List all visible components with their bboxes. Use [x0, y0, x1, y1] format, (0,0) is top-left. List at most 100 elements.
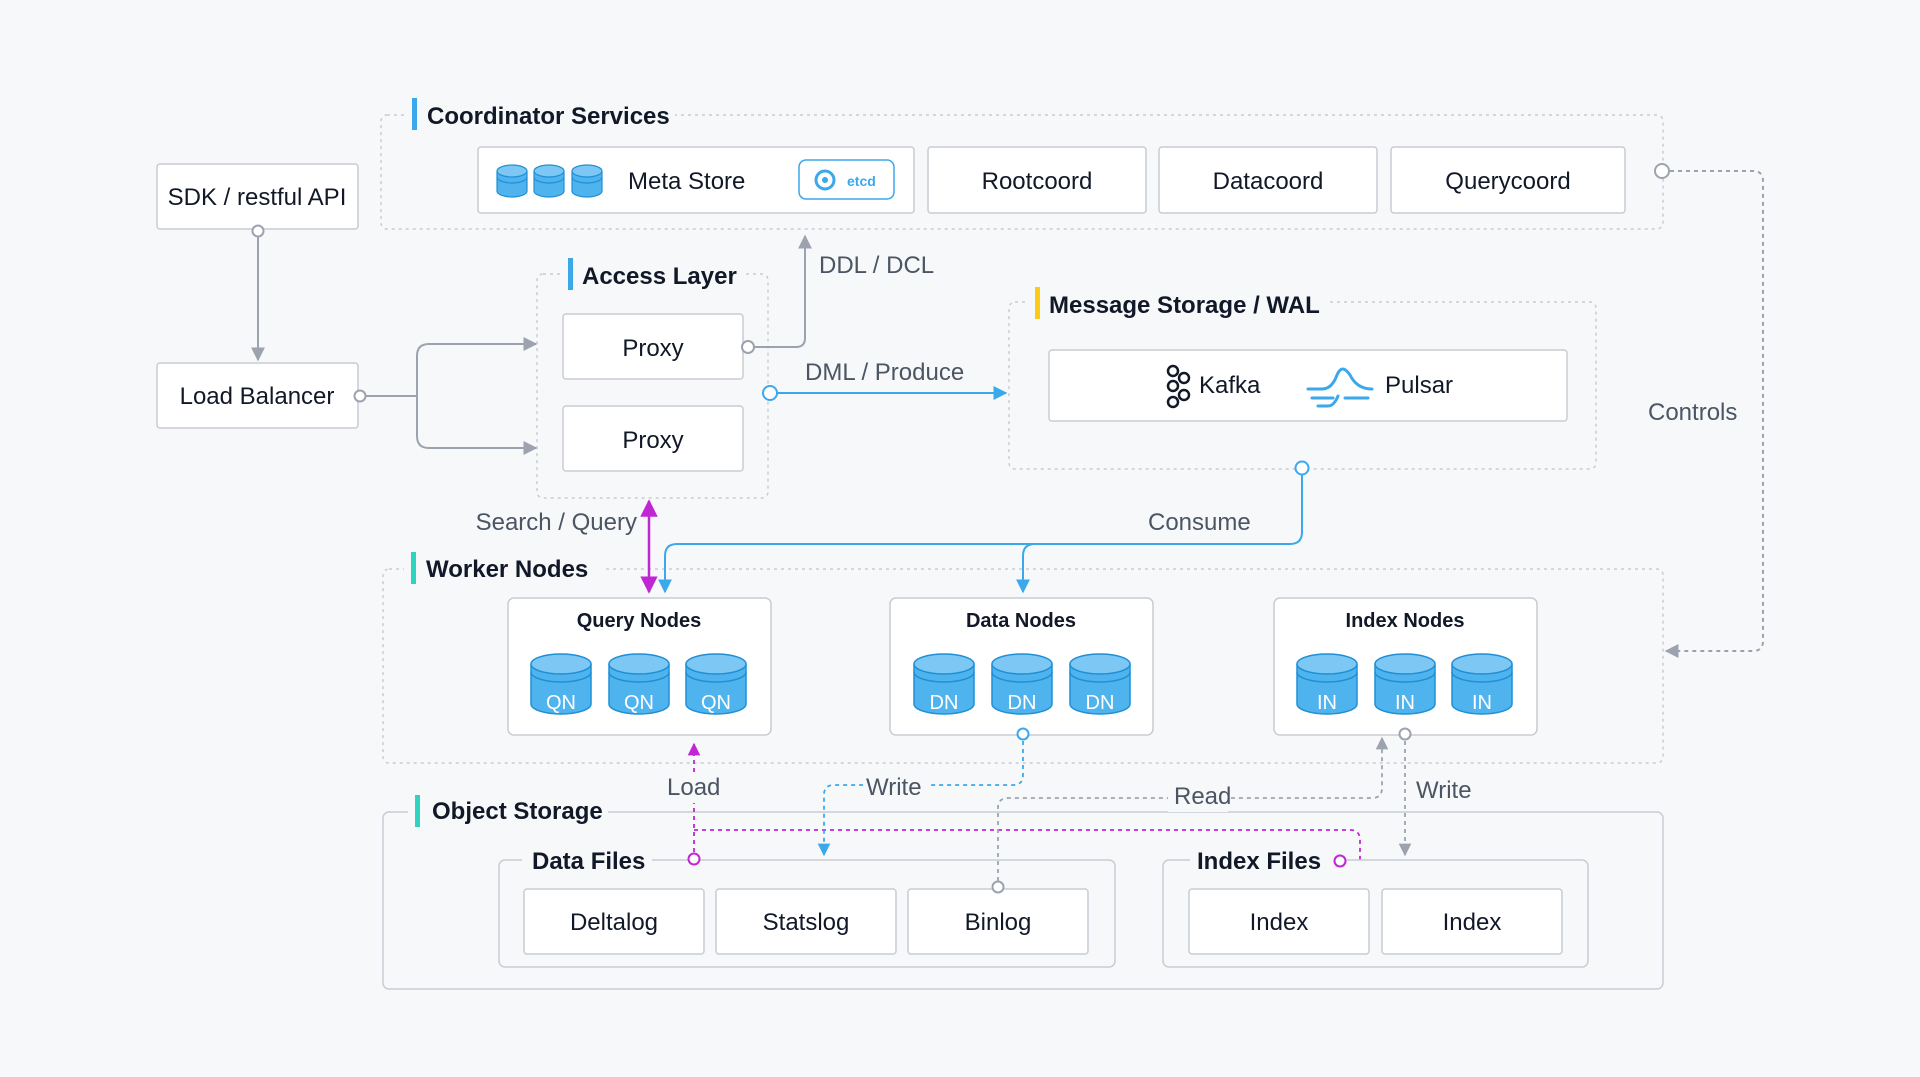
datacoord-box[interactable]: Datacoord — [1158, 146, 1378, 214]
data-node-label: DN — [1008, 692, 1037, 714]
kafka-icon — [1166, 364, 1191, 409]
proxy-2-label: Proxy — [622, 427, 683, 454]
port-dot — [991, 880, 1005, 894]
read-label: Read — [1174, 783, 1231, 810]
port-dot — [1333, 854, 1347, 868]
index-box-2[interactable]: Index — [1381, 888, 1563, 955]
sdk-label: SDK / restful API — [168, 184, 347, 211]
sdk-box[interactable]: SDK / restful API — [156, 163, 359, 230]
coordinator-title: Coordinator Services — [427, 103, 670, 130]
connectors — [251, 170, 1764, 881]
querycoord-box[interactable]: Querycoord — [1390, 146, 1626, 214]
data-files-group: Data Files — [498, 845, 1116, 968]
port-dot — [762, 385, 778, 401]
worker-accent-bar — [411, 552, 416, 584]
write-data-label: Write — [866, 774, 922, 801]
consume-to-data-arrow — [1016, 543, 1036, 594]
meta-store-box[interactable]: Meta Store etcd — [477, 146, 915, 214]
query-node-label: QN — [701, 692, 731, 714]
port-dot — [741, 340, 755, 354]
coordinator-services-group: Coordinator Services — [380, 98, 1664, 230]
binlog-box[interactable]: Binlog — [907, 888, 1089, 955]
write-index-label: Write — [1416, 777, 1472, 804]
data-nodes-title: Data Nodes — [966, 610, 1076, 632]
consume-label: Consume — [1148, 509, 1251, 536]
deltalog-label: Deltalog — [570, 909, 658, 936]
rootcoord-label: Rootcoord — [982, 168, 1093, 195]
load-label: Load — [667, 774, 720, 801]
index-1-label: Index — [1250, 909, 1309, 936]
controls-arrow — [1664, 170, 1764, 658]
etcd-label: etcd — [847, 173, 876, 189]
worker-title: Worker Nodes — [426, 556, 588, 583]
index-box-1[interactable]: Index — [1188, 888, 1370, 955]
etcd-icon — [814, 169, 836, 191]
mq-box[interactable]: Kafka Pulsar — [1048, 349, 1568, 422]
index-node-label: IN — [1317, 692, 1337, 714]
database-icon — [533, 164, 565, 198]
port-dot — [687, 852, 701, 866]
controls-label: Controls — [1648, 399, 1737, 426]
kafka-label: Kafka — [1199, 372, 1261, 399]
flow-labels: DDL / DCL DML / Produce Search / Query C… — [476, 250, 1745, 812]
port-dot — [1016, 727, 1030, 741]
database-icon — [571, 164, 603, 198]
index-node-label: IN — [1472, 692, 1492, 714]
port-dot — [1294, 460, 1310, 476]
access-layer-accent-bar — [568, 258, 573, 290]
index-nodes-box[interactable]: Index Nodes IN IN IN — [1273, 597, 1538, 736]
message-storage-group: Message Storage / WAL — [1008, 287, 1597, 470]
index-files-title: Index Files — [1197, 848, 1321, 875]
read-arrow — [997, 736, 1389, 881]
query-node-label: QN — [546, 692, 576, 714]
access-layer-title: Access Layer — [582, 263, 737, 290]
query-node-label: QN — [624, 692, 654, 714]
data-node-label: DN — [930, 692, 959, 714]
dml-produce-label: DML / Produce — [805, 359, 964, 386]
index-files-group: Index Files — [1162, 845, 1589, 968]
statslog-label: Statslog — [763, 909, 850, 936]
proxy-box-2[interactable]: Proxy — [562, 405, 744, 472]
consume-to-query-arrow — [658, 468, 1303, 594]
ddl-arrow — [748, 234, 812, 348]
data-node-label: DN — [1086, 692, 1115, 714]
connector-ports — [251, 163, 1670, 894]
port-dot — [1654, 163, 1670, 179]
querycoord-label: Querycoord — [1445, 168, 1570, 195]
proxy-box-1[interactable]: Proxy — [562, 313, 744, 380]
query-nodes-box[interactable]: Query Nodes QN QN QN — [507, 597, 772, 736]
query-nodes-title: Query Nodes — [577, 610, 701, 632]
index-nodes-title: Index Nodes — [1346, 610, 1465, 632]
statslog-box[interactable]: Statslog — [715, 888, 897, 955]
load-balancer-label: Load Balancer — [180, 383, 335, 410]
port-dot — [251, 224, 265, 238]
port-dot — [1398, 727, 1412, 741]
object-storage-group: Object Storage — [382, 795, 1664, 990]
message-storage-accent-bar — [1035, 287, 1040, 319]
database-icon — [496, 164, 528, 198]
index-2-label: Index — [1443, 909, 1502, 936]
ddl-dcl-label: DDL / DCL — [819, 252, 934, 279]
lb-to-proxy1-arrow — [364, 344, 536, 397]
datacoord-label: Datacoord — [1213, 168, 1324, 195]
proxy-1-label: Proxy — [622, 335, 683, 362]
lb-to-proxy2-arrow — [416, 396, 538, 455]
search-query-label: Search / Query — [476, 509, 637, 536]
load-balancer-box[interactable]: Load Balancer — [156, 362, 359, 429]
object-storage-accent-bar — [415, 795, 420, 827]
data-files-title: Data Files — [532, 848, 645, 875]
index-node-label: IN — [1395, 692, 1415, 714]
meta-store-label: Meta Store — [628, 168, 745, 195]
deltalog-box[interactable]: Deltalog — [523, 888, 705, 955]
message-storage-title: Message Storage / WAL — [1049, 292, 1320, 319]
data-nodes-box[interactable]: Data Nodes DN DN DN — [889, 597, 1154, 736]
port-dot — [353, 389, 367, 403]
worker-nodes-group: Worker Nodes — [382, 552, 1664, 764]
load-index-line — [694, 829, 1361, 860]
access-layer-group: Access Layer — [536, 258, 769, 499]
coordinator-accent-bar — [412, 98, 417, 130]
rootcoord-box[interactable]: Rootcoord — [927, 146, 1147, 214]
pulsar-label: Pulsar — [1385, 372, 1453, 399]
